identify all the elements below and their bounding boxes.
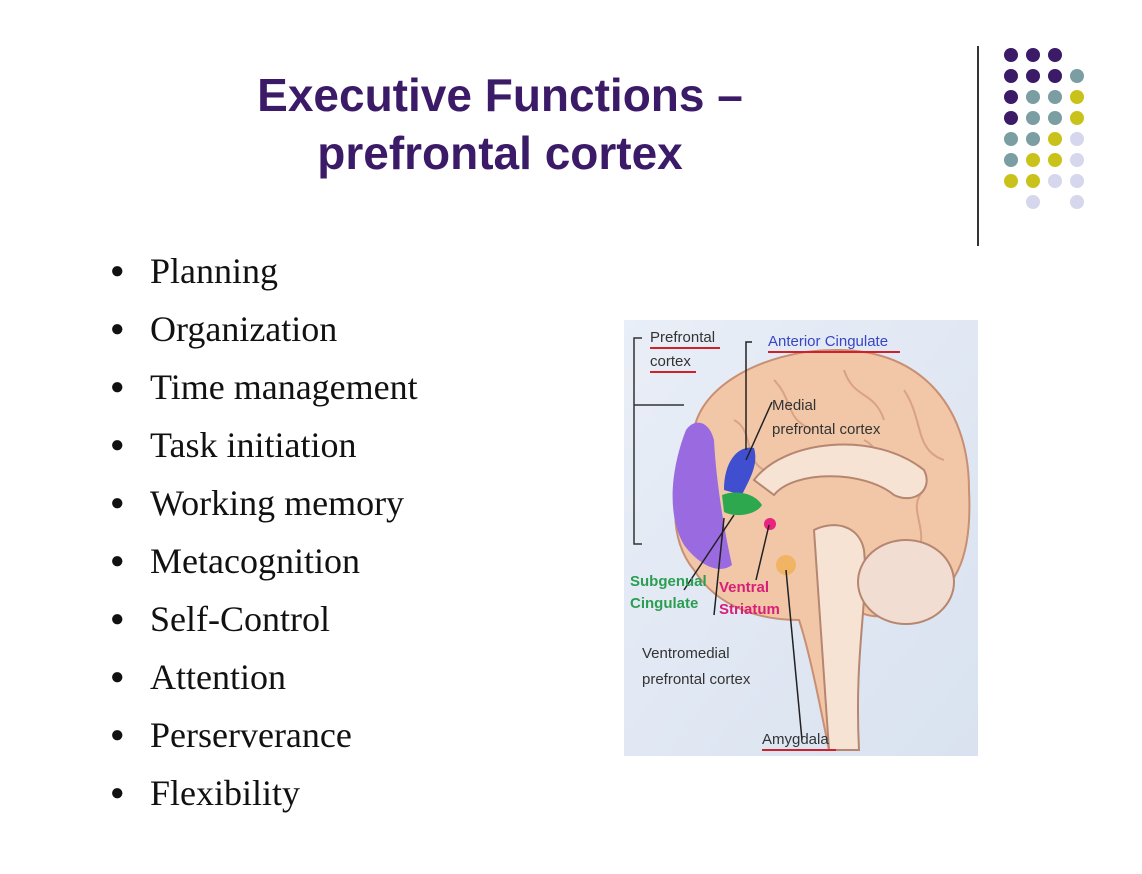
title-line-1: Executive Functions –	[257, 69, 743, 121]
bullet-icon: ●	[110, 664, 125, 690]
bullet-icon: ●	[110, 432, 125, 458]
ventral-striatum-region	[764, 518, 776, 530]
bullet-icon: ●	[110, 606, 125, 632]
bullet-icon: ●	[110, 548, 125, 574]
label-cingulate: Cingulate	[630, 595, 698, 612]
decorative-dot	[1048, 48, 1062, 62]
decorative-dot	[1026, 90, 1040, 104]
decorative-dot	[1048, 69, 1062, 83]
subgenual-region	[722, 492, 762, 516]
brain-diagram-svg: Prefrontal cortex Anterior Cingulate Med…	[624, 320, 978, 756]
decorative-dot-grid	[998, 46, 1118, 226]
decorative-dot	[1070, 69, 1084, 83]
label-amygdala: Amygdala	[762, 731, 829, 748]
decorative-dot	[1048, 132, 1062, 146]
decorative-dot	[1048, 90, 1062, 104]
label-medial-prefrontal-cortex: prefrontal cortex	[772, 421, 881, 438]
list-item: ●Organization	[108, 304, 418, 362]
decorative-dot	[1026, 132, 1040, 146]
list-item: ●Flexibility	[108, 768, 418, 826]
brainstem	[812, 524, 867, 751]
list-item: ●Self-Control	[108, 594, 418, 652]
label-striatum: Striatum	[719, 601, 780, 618]
decorative-dot	[1070, 153, 1084, 167]
label-cortex: cortex	[650, 353, 691, 370]
prefrontal-bracket	[633, 337, 684, 545]
bullet-icon: ●	[110, 258, 125, 284]
decorative-dot	[1026, 153, 1040, 167]
label-prefrontal: Prefrontal	[650, 329, 715, 346]
bullet-icon: ●	[110, 490, 125, 516]
decorative-dot	[1004, 132, 1018, 146]
decorative-divider	[977, 46, 979, 246]
bullet-icon: ●	[110, 722, 125, 748]
decorative-dot	[1004, 111, 1018, 125]
bullet-icon: ●	[110, 374, 125, 400]
list-item: ●Perserverance	[108, 710, 418, 768]
label-subgenual: Subgenual	[630, 573, 707, 590]
amygdala-region	[776, 555, 796, 575]
decorative-dot	[1004, 90, 1018, 104]
decorative-dot	[1048, 174, 1062, 188]
decorative-dot	[1048, 111, 1062, 125]
decorative-dot	[1004, 69, 1018, 83]
label-medial: Medial	[772, 397, 816, 414]
decorative-dot	[1026, 69, 1040, 83]
bullet-icon: ●	[110, 316, 125, 342]
label-ventromedial-prefrontal-cortex: prefrontal cortex	[642, 671, 751, 688]
decorative-dot	[1070, 174, 1084, 188]
decorative-dot	[1004, 153, 1018, 167]
corpus-callosum	[752, 443, 928, 500]
decorative-dot	[1026, 195, 1040, 209]
decorative-dot	[1070, 195, 1084, 209]
decorative-dot	[1048, 153, 1062, 167]
list-item: ●Attention	[108, 652, 418, 710]
brain-diagram: Prefrontal cortex Anterior Cingulate Med…	[624, 320, 978, 756]
title-line-2: prefrontal cortex	[317, 127, 683, 179]
list-item: ●Task initiation	[108, 420, 418, 478]
leader-lines	[683, 341, 803, 741]
decorative-dot	[1004, 48, 1018, 62]
decorative-dot	[1026, 111, 1040, 125]
slide-title: Executive Functions – prefrontal cortex	[150, 66, 850, 182]
decorative-dot	[1070, 111, 1084, 125]
decorative-dot	[1070, 132, 1084, 146]
cerebellum	[857, 539, 955, 625]
decorative-dot	[1070, 90, 1084, 104]
list-item: ●Planning	[108, 246, 418, 304]
list-item: ●Time management	[108, 362, 418, 420]
list-item: ●Metacognition	[108, 536, 418, 594]
label-anterior-cingulate: Anterior Cingulate	[768, 333, 888, 350]
bullet-icon: ●	[110, 780, 125, 806]
prefrontal-region	[672, 422, 732, 569]
label-ventromedial: Ventromedial	[642, 645, 730, 662]
anterior-cingulate-region	[724, 447, 756, 495]
bullet-list: ●Planning ●Organization ●Time management…	[108, 246, 418, 826]
list-item: ●Working memory	[108, 478, 418, 536]
decorative-dot	[1004, 174, 1018, 188]
label-ventral: Ventral	[719, 579, 769, 596]
decorative-dot	[1026, 48, 1040, 62]
decorative-dot	[1026, 174, 1040, 188]
